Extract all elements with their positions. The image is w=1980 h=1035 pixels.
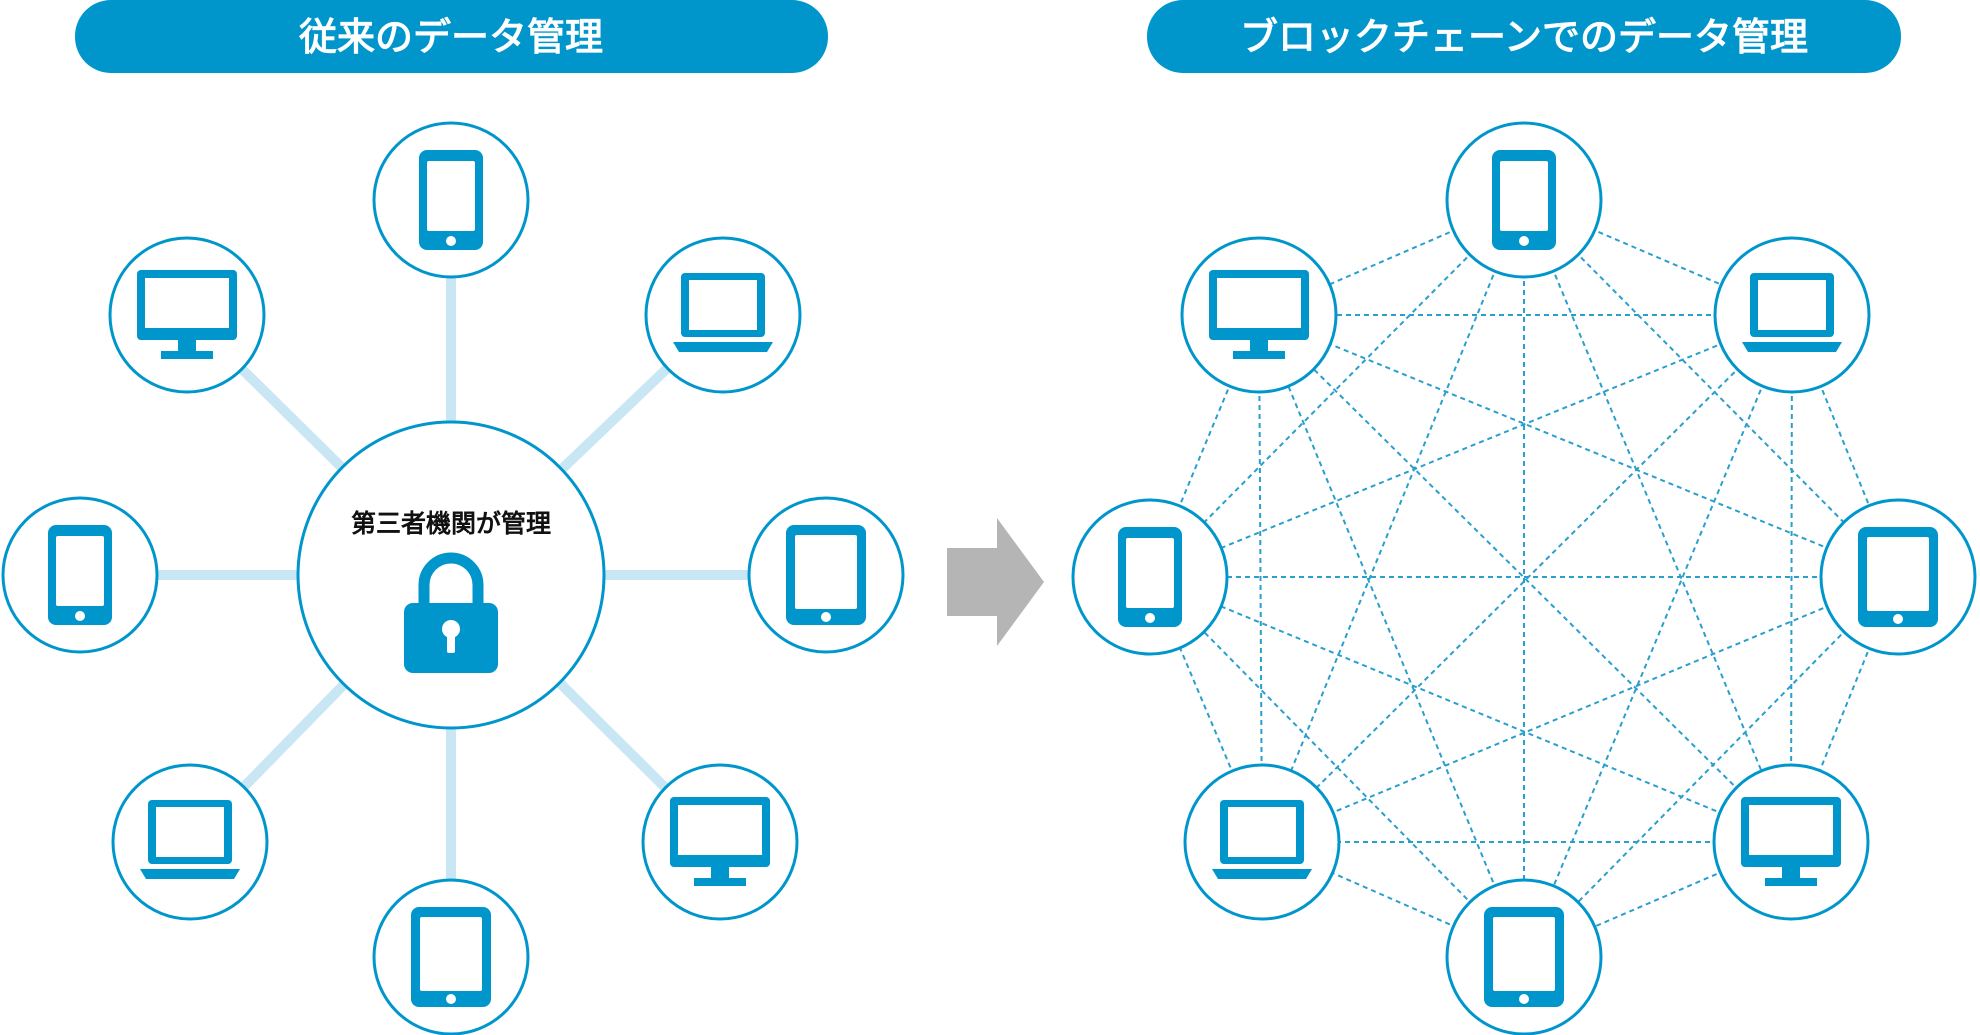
mesh-link-top-left xyxy=(1149,199,1525,578)
centralized-device-left xyxy=(1,496,159,654)
centralized-devices xyxy=(1,121,905,1035)
centralized-device-top-left xyxy=(108,236,266,394)
blockchain-device-bottom-right xyxy=(1712,763,1870,921)
tablet-icon xyxy=(411,907,491,1007)
mesh-link-right-bottom xyxy=(1523,576,1899,958)
blockchain-device-top xyxy=(1445,121,1603,279)
mesh-link-right-bottom-left xyxy=(1261,576,1899,843)
centralized-title: 従来のデータ管理 xyxy=(298,15,603,59)
mesh-link-bottom-right-top-left xyxy=(1258,314,1792,843)
blockchain-title-banner xyxy=(1147,0,1901,73)
tablet-icon xyxy=(786,525,866,625)
centralized-device-bottom-left xyxy=(111,763,269,921)
mesh-link-top-right-bottom-left xyxy=(1261,314,1793,843)
blockchain-device-left xyxy=(1071,498,1229,656)
centralized-device-bottom xyxy=(372,878,530,1035)
centralized-device-top-right xyxy=(644,236,802,394)
mesh-link-top-right-bottom xyxy=(1523,314,1793,958)
blockchain-device-top-left xyxy=(1180,236,1338,394)
tablet-icon xyxy=(1484,907,1564,1007)
central-authority-label: 第三者機関が管理 xyxy=(351,509,551,538)
central-authority-hub: 第三者機関が管理 xyxy=(296,420,606,730)
smartphone-icon xyxy=(1492,150,1556,250)
centralized-section: 従来のデータ管理 第三者機関が管理 xyxy=(1,0,905,1035)
centralized-device-top xyxy=(372,121,530,279)
smartphone-icon xyxy=(48,525,112,625)
right-arrow-icon xyxy=(947,518,1044,646)
mesh-link-top-right xyxy=(1523,199,1899,578)
mesh-link-bottom-left xyxy=(1149,576,1525,958)
tablet-icon xyxy=(1858,527,1938,627)
centralized-title-banner xyxy=(75,0,828,73)
mesh-link-top-bottom-left xyxy=(1261,199,1525,843)
mesh-link-bottom-right-left xyxy=(1149,576,1792,843)
blockchain-device-bottom-left xyxy=(1183,763,1341,921)
blockchain-device-right xyxy=(1819,498,1977,656)
centralized-device-right xyxy=(747,496,905,654)
smartphone-icon xyxy=(419,150,483,250)
blockchain-section: ブロックチェーンでのデータ管理 xyxy=(1071,0,1977,1035)
smartphone-icon xyxy=(1118,527,1182,627)
mesh-link-top-bottom-right xyxy=(1523,199,1792,843)
mesh-link-bottom-left-top-left xyxy=(1258,314,1263,843)
blockchain-title: ブロックチェーンでのデータ管理 xyxy=(1240,15,1808,59)
mesh-link-top-right-left xyxy=(1149,314,1793,578)
mesh-link-top-right-bottom-right xyxy=(1790,314,1793,843)
mesh-link-right-top-left xyxy=(1258,314,1899,578)
blockchain-devices xyxy=(1071,121,1977,1035)
mesh-link-bottom-top-left xyxy=(1258,314,1525,958)
blockchain-device-top-right xyxy=(1713,236,1871,394)
padlock-icon xyxy=(404,552,498,673)
blockchain-device-bottom xyxy=(1445,878,1603,1035)
centralized-device-bottom-right xyxy=(641,763,799,921)
